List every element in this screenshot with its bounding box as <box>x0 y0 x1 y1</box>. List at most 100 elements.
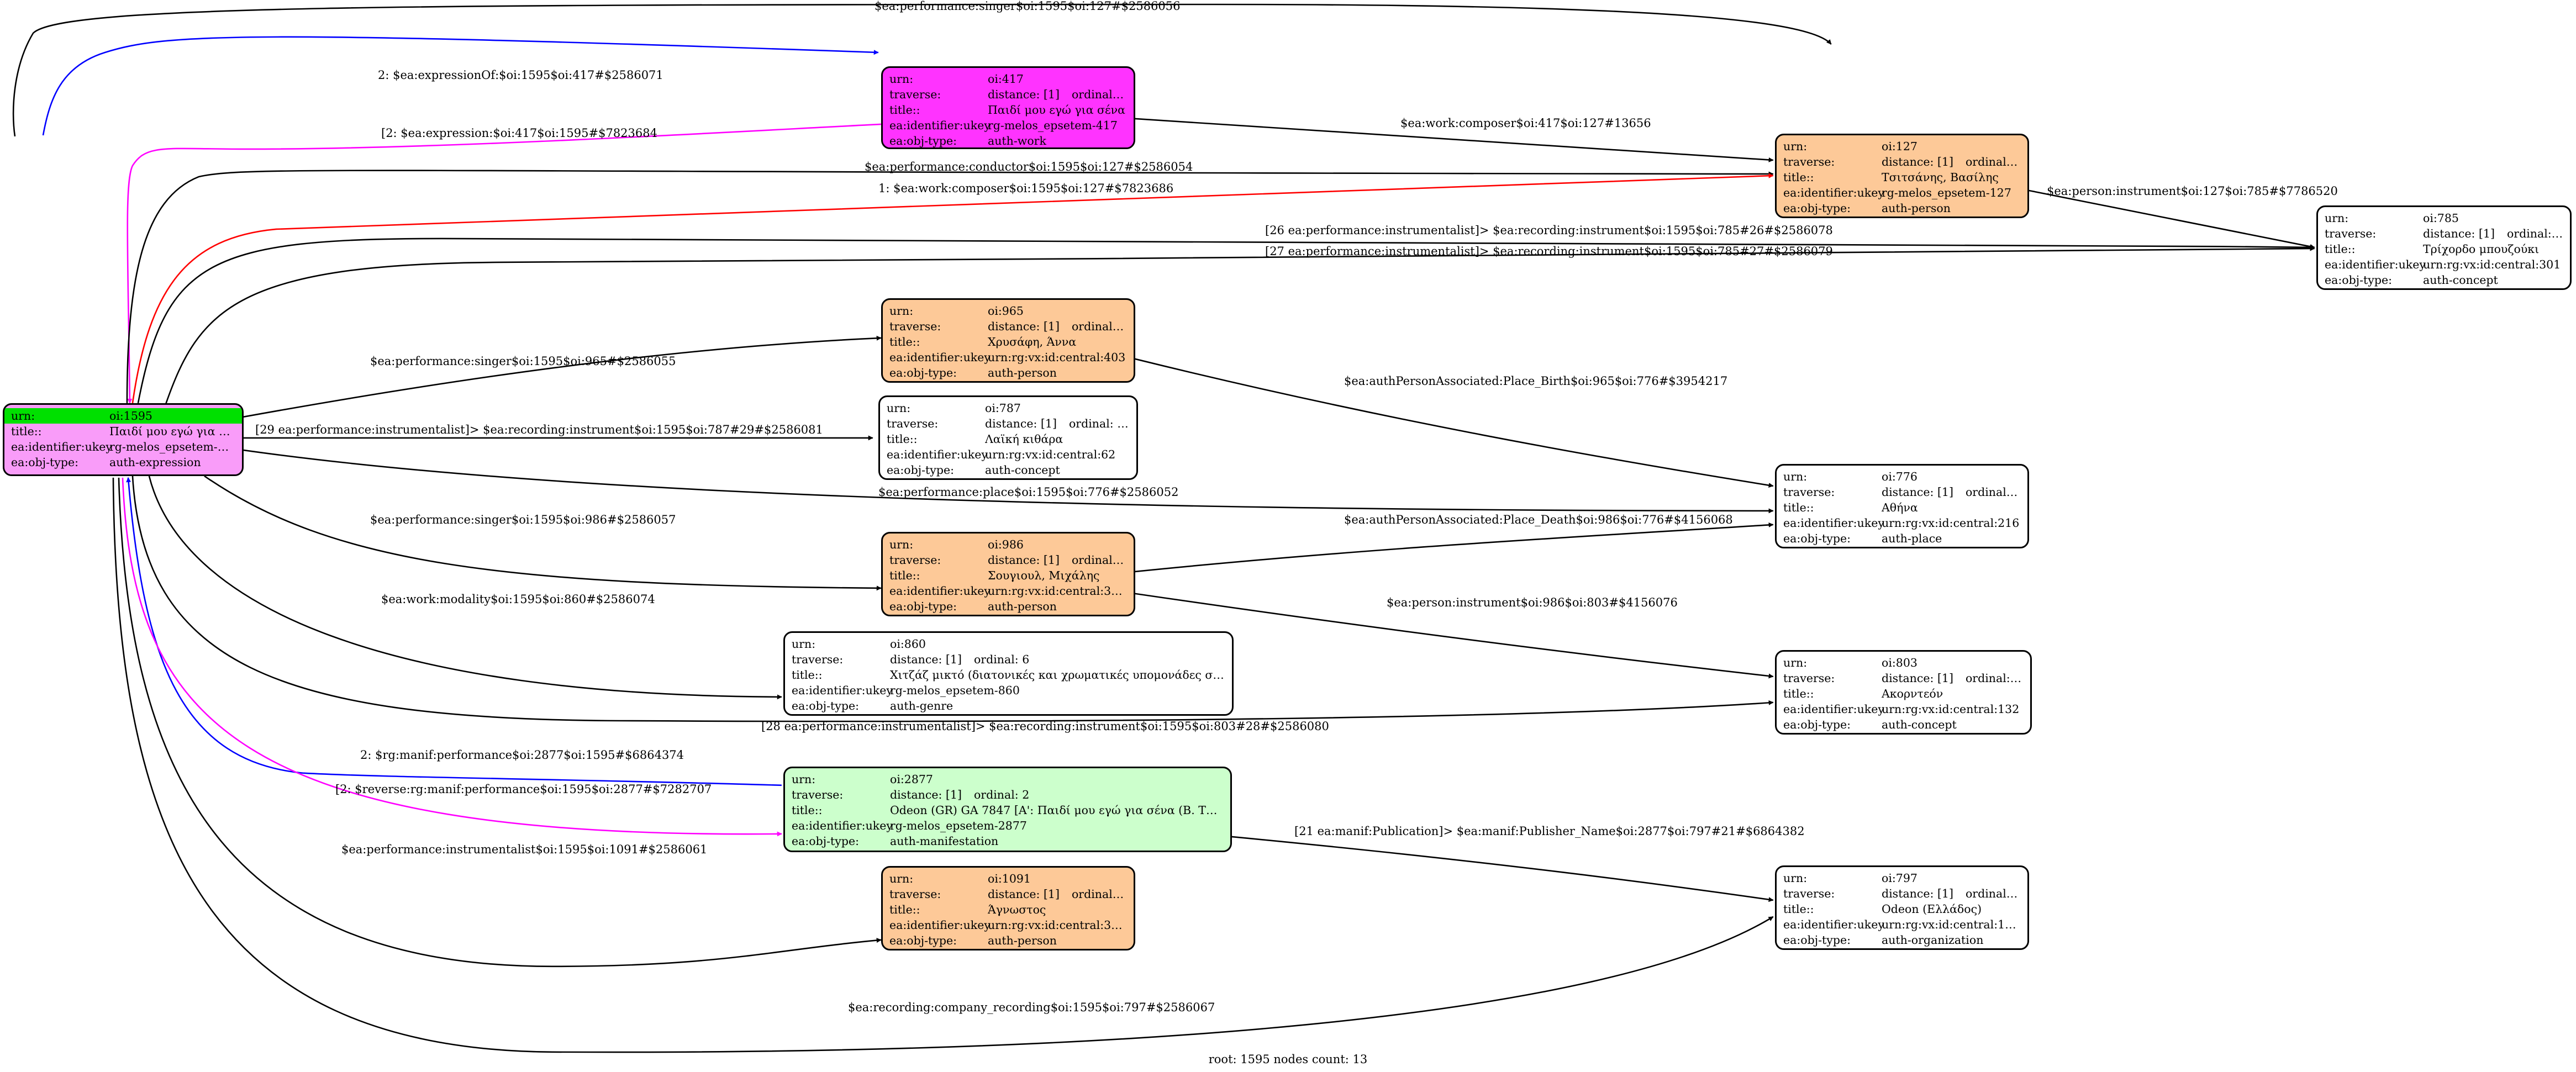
node-distance-value: [1] <box>1040 417 1057 430</box>
node-urn-value: oi:776 <box>1882 470 1917 483</box>
node-title-value: Παιδί μου εγώ για σένα <box>109 425 235 438</box>
node-distance-value: [1] <box>1937 155 1953 168</box>
node-title-value: Ακορντεόν <box>1882 687 1943 700</box>
node-root-1595[interactable]: urn:oi:1595 title::Παιδί μου εγώ για σέν… <box>3 403 244 476</box>
edge-label-e22: [21 ea:manif:Publication]> $ea:manif:Pub… <box>1294 825 1805 838</box>
edge-e11 <box>1135 358 1774 488</box>
edge-e19 <box>126 477 782 786</box>
edge-label-e13: $ea:performance:place$oi:1595$oi:776#$25… <box>878 485 1178 499</box>
edge-e13 <box>243 449 1774 514</box>
node-urn-value: oi:1595 <box>109 409 152 423</box>
edge-label-e8: [26 ea:performance:instrumentalist]> $ea… <box>1265 224 1833 237</box>
edge-e1 <box>12 3 1832 137</box>
node-urn-value: oi:417 <box>988 72 1024 86</box>
node-distance-value: [1] <box>2478 227 2495 240</box>
edge-label-e7: $ea:person:instrument$oi:127$oi:785#$778… <box>2047 184 2338 198</box>
node-objtype-value: auth-genre <box>890 699 954 712</box>
node-urn-value: oi:797 <box>1882 872 1917 885</box>
node-objtype-value: auth-expression <box>109 456 201 469</box>
edge-label-e5: $ea:performance:conductor$oi:1595$oi:127… <box>865 160 1193 173</box>
node-distance-value: [1] <box>1937 887 1953 900</box>
node-objtype-value: auth-manifestation <box>890 835 999 848</box>
node-objtype-value: auth-concept <box>985 463 1060 477</box>
node-objtype-value: auth-person <box>988 934 1057 947</box>
node-identifier-value: rg-melos_epsetem-2877 <box>890 819 1027 832</box>
edge-e7 <box>2029 189 2315 249</box>
node-797[interactable]: urn:oi:797 traverse:distance: [1]ordinal… <box>1775 865 2029 950</box>
node-objtype-value: auth-person <box>988 600 1057 613</box>
edge-label-e14: $ea:performance:singer$oi:1595$oi:986#$2… <box>370 513 676 526</box>
node-787[interactable]: urn:oi:787 traverse:distance: [1]ordinal… <box>878 395 1138 480</box>
node-identifier-value: urn:rg:vx:id:central:301 <box>2423 258 2561 271</box>
node-distance-value: [1] <box>1043 553 1060 567</box>
node-urn-value: oi:986 <box>988 538 1024 551</box>
edge-label-e4: $ea:work:composer$oi:417$oi:127#13656 <box>1400 117 1651 130</box>
node-title-value: Odeon (Ελλάδος) <box>1882 902 1982 916</box>
node-785[interactable]: urn:oi:785 traverse:distance: [1]ordinal… <box>2316 205 2572 290</box>
node-986[interactable]: urn:oi:986 traverse:distance: [1]ordinal… <box>881 532 1135 616</box>
edge-e17 <box>1135 593 1774 679</box>
edge-e23 <box>112 477 1774 1053</box>
node-2877[interactable]: urn:oi:2877 traverse:distance: [1]ordina… <box>783 767 1232 852</box>
edge-label-e1: $ea:performance:singer$oi:1595$oi:127#$2… <box>875 0 1181 13</box>
edge-label-e10: $ea:performance:singer$oi:1595$oi:965#$2… <box>370 355 676 368</box>
node-title-value: Λαϊκή κιθάρα <box>985 432 1063 446</box>
node-title-value: Χρυσάφη, Άννα <box>988 335 1077 348</box>
node-title-value: Παιδί μου εγώ για σένα <box>988 103 1125 117</box>
edge-label-e15: $ea:authPersonAssociated:Place_Death$oi:… <box>1344 513 1733 526</box>
node-distance-value: [1] <box>1937 672 1953 685</box>
node-objtype-value: auth-work <box>988 134 1046 147</box>
edge-label-e23: $ea:recording:company_recording$oi:1595$… <box>848 1001 1215 1014</box>
node-distance-value: [1] <box>1043 888 1060 901</box>
node-distance-value: [1] <box>1043 320 1060 333</box>
node-urn-value: oi:1091 <box>988 872 1031 885</box>
node-identifier-value: urn:rg:vx:id:central:3775 <box>988 918 1127 932</box>
node-objtype-value: auth-concept <box>2423 273 2498 287</box>
edge-label-e11: $ea:authPersonAssociated:Place_Birth$oi:… <box>1344 374 1727 388</box>
node-title-row: title::Παιδί μου εγώ για σένα <box>11 425 235 438</box>
edge-e3 <box>127 123 881 404</box>
node-identifier-value: urn:rg:vx:id:central:62 <box>985 448 1116 461</box>
node-title-value: Άγνωστος <box>988 903 1046 916</box>
node-urn-value: oi:860 <box>890 637 926 651</box>
node-identifier-value: urn:rg:vx:id:central:403 <box>988 351 1126 364</box>
node-identifier-value: urn:rg:vx:id:central:3608 <box>988 584 1127 598</box>
edge-e5 <box>126 170 1774 403</box>
edge-label-e19: 2: $rg:manif:performance$oi:2877$oi:1595… <box>360 748 684 762</box>
edge-e9 <box>165 246 2315 405</box>
edge-e16 <box>148 476 782 700</box>
node-title-value: Αθήνα <box>1882 501 1918 514</box>
edge-label-e18: [28 ea:performance:instrumentalist]> $ea… <box>761 720 1329 733</box>
edge-label-e20: [2: $reverse:rg:manif:performance$oi:159… <box>335 783 712 796</box>
node-1091[interactable]: urn:oi:1091 traverse:distance: [1]ordina… <box>881 866 1135 950</box>
node-objtype-value: auth-place <box>1882 532 1942 545</box>
node-identifier-value: rg-melos_epsetem-1595 <box>109 440 235 453</box>
edge-label-e2: 2: $ea:expressionOf:$oi:1595$oi:417#$258… <box>378 68 663 82</box>
node-965[interactable]: urn:oi:965 traverse:distance: [1]ordinal… <box>881 298 1135 383</box>
edge-e14 <box>204 475 882 591</box>
edge-label-e3: [2: $ea:expression:$oi:417$oi:1595#$7823… <box>381 126 657 140</box>
node-title-value: Τσιτσάνης, Βασίλης <box>1882 171 1999 184</box>
node-776[interactable]: urn:oi:776 traverse:distance: [1]ordinal… <box>1775 464 2029 548</box>
node-urn-value: oi:785 <box>2423 212 2459 225</box>
node-distance-value: [1] <box>945 788 962 801</box>
edge-label-e21: $ea:performance:instrumentalist$oi:1595$… <box>341 843 707 856</box>
node-803[interactable]: urn:oi:803 traverse:distance: [1]ordinal… <box>1775 650 2032 735</box>
node-identifier-value: rg-melos_epsetem-860 <box>890 684 1020 697</box>
node-objtype-row: ea:obj-type:auth-expression <box>11 455 235 470</box>
node-ordinal-value: 2 <box>1022 788 1030 801</box>
node-identifier-value: urn:rg:vx:id:central:1835 <box>1882 918 2021 931</box>
node-417[interactable]: urn:oi:417 traverse:distance: [1]ordinal… <box>881 66 1135 149</box>
node-objtype-value: auth-organization <box>1882 933 1984 947</box>
node-ordinal-value: 6 <box>1022 653 1030 666</box>
node-860[interactable]: urn:oi:860 traverse:distance: [1]ordinal… <box>783 631 1234 716</box>
graph-footer: root: 1595 nodes count: 13 <box>1208 1053 1368 1066</box>
node-identifier-value: rg-melos_epsetem-127 <box>1882 186 2011 199</box>
node-identifier-value: urn:rg:vx:id:central:132 <box>1882 703 2020 716</box>
edge-label-e9: [27 ea:performance:instrumentalist]> $ea… <box>1265 245 1833 258</box>
node-title-value: Τρίχορδο μπουζούκι <box>2423 242 2540 256</box>
node-urn-value: oi:127 <box>1882 140 1917 153</box>
node-127[interactable]: urn:oi:127 traverse:distance: [1]ordinal… <box>1775 134 2029 218</box>
